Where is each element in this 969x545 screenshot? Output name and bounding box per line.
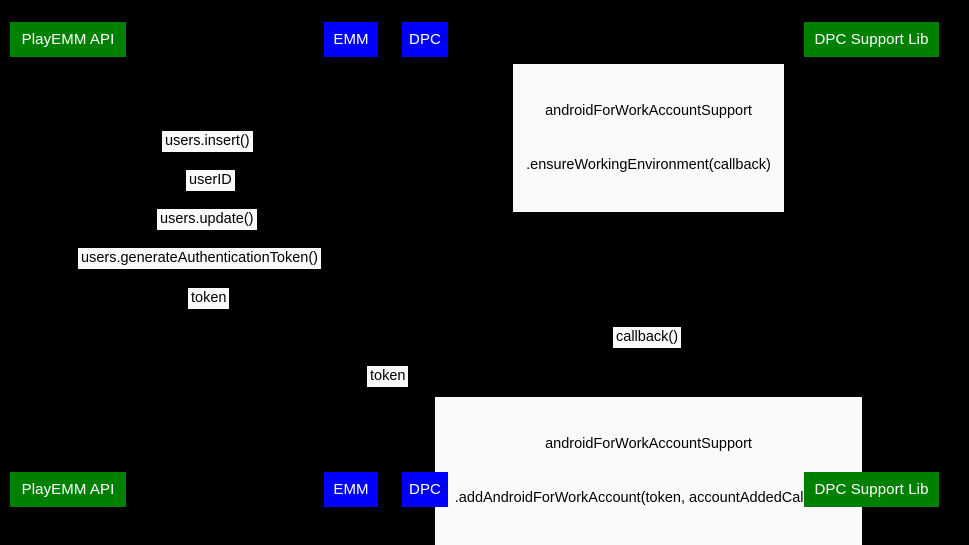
message-label-token-down: token (188, 288, 230, 309)
lifeline-label: DPC Support Lib (814, 31, 929, 48)
lifeline-label: PlayEMM API (21, 31, 115, 48)
sequence-diagram-canvas: PlayEMM API EMM DPC DPC Support Lib andr… (10, 22, 939, 545)
message-label-users-insert: users.insert() (162, 131, 253, 152)
message-label-users-generate-authentication-token: users.generateAuthenticationToken() (78, 248, 321, 269)
lifeline-header-dpc[interactable]: DPC (402, 22, 448, 57)
lifeline-label: DPC (409, 481, 441, 498)
lifeline-footer-dpc[interactable]: DPC (402, 472, 448, 507)
message-line: .addAndroidForWorkAccount(token, account… (454, 490, 843, 506)
lifeline-header-dpc-support-lib[interactable]: DPC Support Lib (804, 22, 939, 57)
lifeline-label: PlayEMM API (21, 481, 115, 498)
message-label-add-android-for-work-account: androidForWorkAccountSupport .addAndroid… (435, 397, 862, 545)
lifeline-label: EMM (333, 31, 369, 48)
lifeline-footer-playemm-api[interactable]: PlayEMM API (10, 472, 126, 507)
lifeline-label: EMM (333, 481, 369, 498)
lifeline-footer-emm[interactable]: EMM (324, 472, 378, 507)
message-label-ensure-working-environment: androidForWorkAccountSupport .ensureWork… (513, 64, 784, 212)
message-label-user-id: userID (186, 170, 235, 191)
lifeline-footer-dpc-support-lib[interactable]: DPC Support Lib (804, 472, 939, 507)
message-line: androidForWorkAccountSupport (545, 436, 752, 452)
message-label-users-update: users.update() (157, 209, 257, 230)
message-label-token-across: token (367, 366, 409, 387)
lifeline-label: DPC Support Lib (814, 481, 929, 498)
lifeline-header-emm[interactable]: EMM (324, 22, 378, 57)
message-line: androidForWorkAccountSupport (545, 103, 752, 119)
message-line: .ensureWorkingEnvironment(callback) (526, 157, 771, 173)
lifeline-header-playemm-api[interactable]: PlayEMM API (10, 22, 126, 57)
lifeline-label: DPC (409, 31, 441, 48)
message-label-callback: callback() (613, 327, 682, 348)
